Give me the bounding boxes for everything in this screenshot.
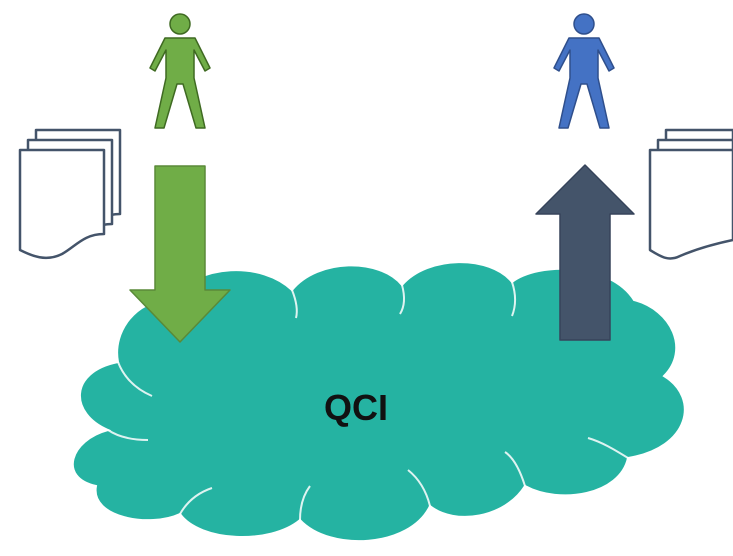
left-user-icon [149, 13, 211, 129]
cloud-shape [71, 261, 686, 543]
download-arrow [535, 164, 635, 341]
cloud-seams [107, 281, 629, 521]
cloud-label: QCI [324, 387, 388, 428]
up-arrow-shape [535, 164, 635, 341]
upload-arrow [129, 165, 231, 343]
qci-cloud: QCI [71, 261, 686, 543]
down-arrow-shape [129, 165, 231, 343]
right-user-icon [553, 13, 615, 129]
right-documents-icon [648, 128, 733, 260]
left-documents-icon [18, 128, 122, 260]
